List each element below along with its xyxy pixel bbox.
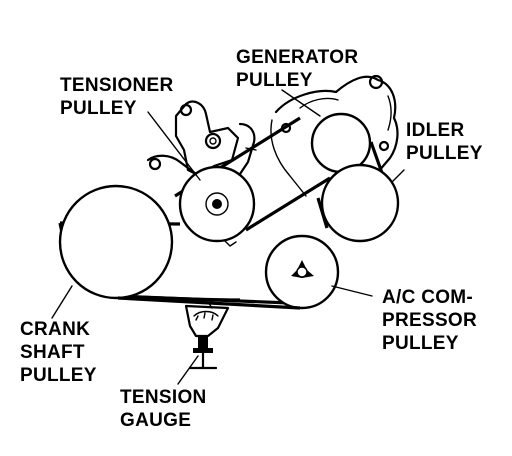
tensioner-bracket bbox=[146, 100, 257, 178]
crankshaft-pulley bbox=[58, 184, 174, 300]
generator-pulley bbox=[310, 112, 372, 174]
tensioner-pulley-hub bbox=[205, 192, 229, 216]
leader-lines bbox=[51, 89, 405, 385]
ac-compressor-hub bbox=[291, 260, 314, 278]
tension-gauge bbox=[184, 301, 230, 370]
idler-pulley bbox=[320, 163, 400, 243]
ac-compressor-pulley-label: A/C COM- PRESSOR PULLEY bbox=[382, 287, 483, 354]
tensioner-pulley-bolt bbox=[212, 199, 222, 209]
tension-gauge-label: TENSION GAUGE bbox=[120, 387, 212, 431]
tensioner-pulley-tab bbox=[223, 239, 237, 247]
idler-pulley-label: IDLER PULLEY bbox=[406, 120, 483, 164]
crankshaft-pulley-label: CRANK SHAFT PULLEY bbox=[20, 319, 97, 386]
tensioner-pulley-label: TENSIONER PULLEY bbox=[60, 75, 179, 119]
generator-pulley-label: GENERATOR PULLEY bbox=[236, 47, 364, 91]
